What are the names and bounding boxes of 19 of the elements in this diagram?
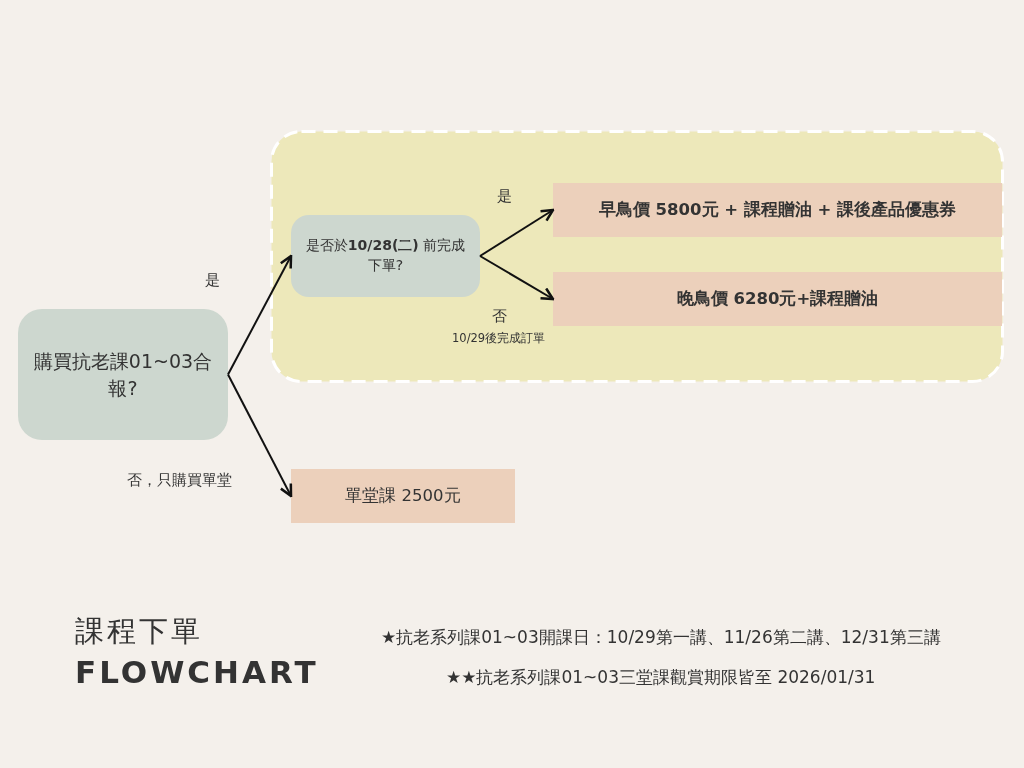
arrow [227,254,293,376]
edge-label: 是 [497,187,512,206]
process-box: 單堂課 2500元 [291,469,515,523]
footnote: ★★抗老系列課01~03三堂課觀賞期限皆至 2026/01/31 [446,666,876,689]
edge-label: 是 [205,271,220,290]
title: 課程下單 [75,613,203,650]
edge-label: 否，只購買單堂 [126,470,232,491]
arrow [479,255,555,301]
process-box: 早鳥價 5800元 + 課程贈油 + 課後產品優惠券 [553,183,1002,237]
edge-label: 否 [492,307,507,326]
process-box: 晚鳥價 6280元+課程贈油 [553,272,1002,326]
arrow [227,373,293,498]
dashed-region [270,130,1004,383]
decision-box: 是否於10/28(二) 前完成下單? [291,215,480,297]
footnote: ★抗老系列課01~03開課日：10/29第一講、11/26第二講、12/31第三講 [381,626,941,649]
arrow [479,208,555,257]
edge-note: 10/29後完成訂單 [452,331,546,346]
subtitle: FLOWCHART [75,654,319,690]
decision-box: 購買抗老課01~03合報? [18,309,228,440]
